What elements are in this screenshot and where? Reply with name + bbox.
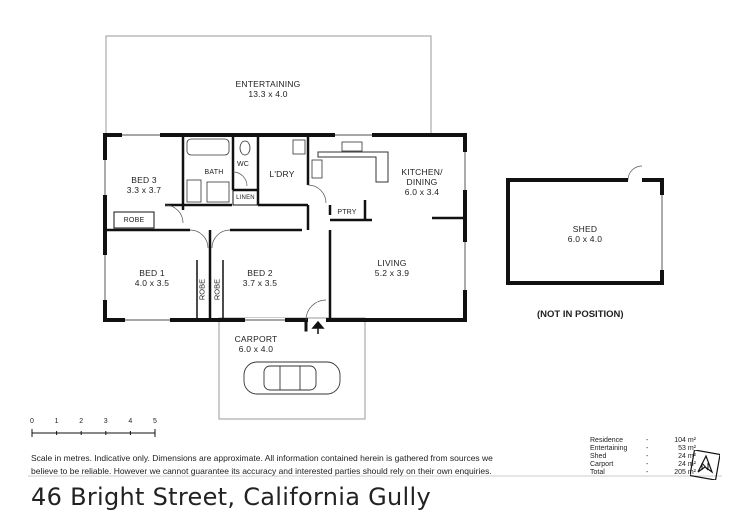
scale-tick-label: 5	[153, 418, 157, 425]
scale-tick-label: 3	[103, 418, 108, 425]
vanity	[186, 179, 202, 203]
interior-walls	[105, 135, 465, 320]
entry-arrow	[311, 320, 325, 334]
wc-label: WC	[236, 161, 250, 168]
toilet	[239, 140, 251, 156]
robe-top-box	[113, 211, 155, 229]
disclaimer-line: believe to be reliable. However we canno…	[31, 466, 492, 476]
area-row: Shed-24 m²	[590, 453, 696, 460]
shower	[206, 181, 230, 203]
scale-labels: 0 1 2 3 4 5	[30, 418, 170, 438]
area-row: Total-205 m²	[590, 469, 696, 476]
bath-label: BATH	[204, 169, 224, 176]
scale-tick-label: 2	[79, 418, 84, 425]
linen-box	[232, 189, 259, 206]
scale-bar	[31, 429, 156, 437]
shed-walls	[506, 178, 664, 285]
robe-top-label: ROBE	[123, 217, 145, 224]
scale-tick-label: 0	[30, 418, 34, 425]
scale-tick-label: 4	[128, 418, 133, 425]
scale-tick-label: 1	[54, 418, 59, 425]
laundry-tub	[292, 139, 306, 155]
windows	[103, 133, 467, 322]
area-table: Residence-104 m² Entertaining-53 m² Shed…	[590, 437, 696, 477]
stove	[311, 159, 323, 179]
north-compass-icon	[690, 450, 720, 480]
robe-left-label: ROBE	[197, 278, 207, 301]
doors	[164, 165, 643, 321]
laundry-label: L'DRY	[269, 169, 295, 179]
disclaimer: Scale in metres. Indicative only. Dimens…	[31, 452, 591, 478]
window-lines	[104, 134, 466, 321]
kitchen-bench	[317, 151, 389, 183]
linen-label: LINEN	[236, 195, 255, 201]
area-row: Residence-104 m²	[590, 437, 696, 444]
car-icon	[243, 361, 341, 395]
sink	[341, 141, 363, 152]
robe-right-label: ROBE	[212, 278, 222, 301]
bathtub	[186, 138, 230, 156]
pantry-label: PTRY	[337, 209, 357, 216]
area-row: Entertaining-53 m²	[590, 445, 696, 452]
house-walls	[103, 133, 467, 332]
property-address: 46 Bright Street, California Gully	[31, 483, 431, 511]
disclaimer-line: Scale in metres. Indicative only. Dimens…	[31, 453, 493, 463]
area-row: Carport-24 m²	[590, 461, 696, 468]
not-in-position-note: (NOT IN POSITION)	[537, 309, 624, 320]
